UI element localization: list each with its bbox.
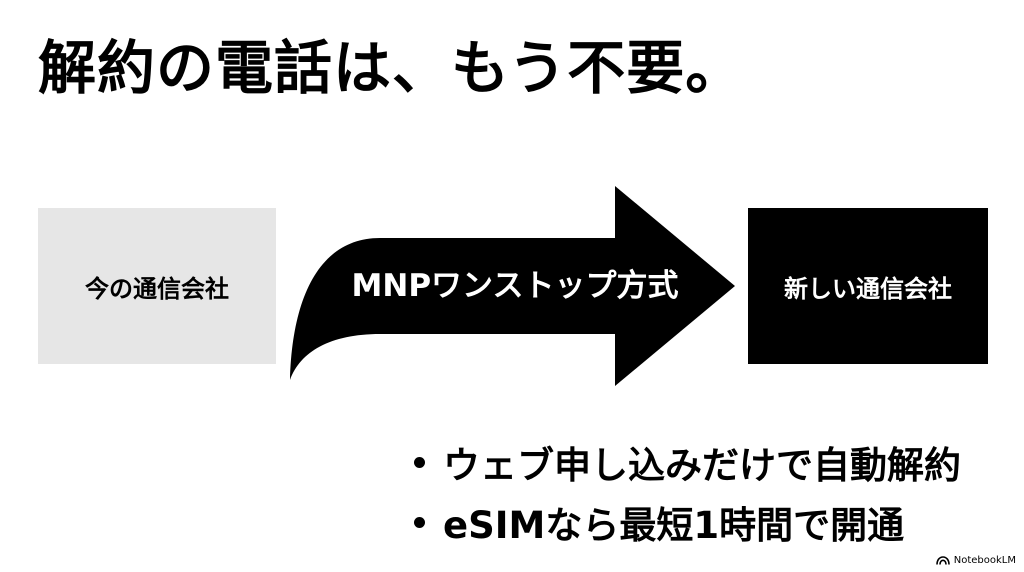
bullet-text: ウェブ申し込みだけで自動解約 [443, 444, 961, 487]
brand-watermark: NotebookLM [935, 555, 1016, 566]
bullet-dot-icon [414, 456, 425, 468]
slide-title: 解約の電話は、もう不要。 [38, 34, 745, 102]
current-carrier-label: 今の通信会社 [85, 274, 229, 303]
bullet-list: ウェブ申し込みだけで自動解約 eSIMなら最短1時間で開通 [400, 432, 961, 552]
brand-name: NotebookLM [953, 555, 1016, 566]
new-carrier-label: 新しい通信会社 [784, 274, 952, 303]
bullet-dot-icon [414, 516, 425, 528]
arrow-label: MNPワンストップ方式 [351, 268, 679, 304]
bullet-item: ウェブ申し込みだけで自動解約 [400, 432, 961, 492]
bullet-item: eSIMなら最短1時間で開通 [400, 492, 961, 552]
bullet-text: eSIMなら最短1時間で開通 [443, 504, 905, 547]
current-carrier-box: 今の通信会社 [38, 208, 276, 364]
new-carrier-box: 新しい通信会社 [748, 208, 988, 364]
flow-arrow-shape [290, 186, 735, 386]
notebooklm-logo-icon [935, 556, 950, 565]
